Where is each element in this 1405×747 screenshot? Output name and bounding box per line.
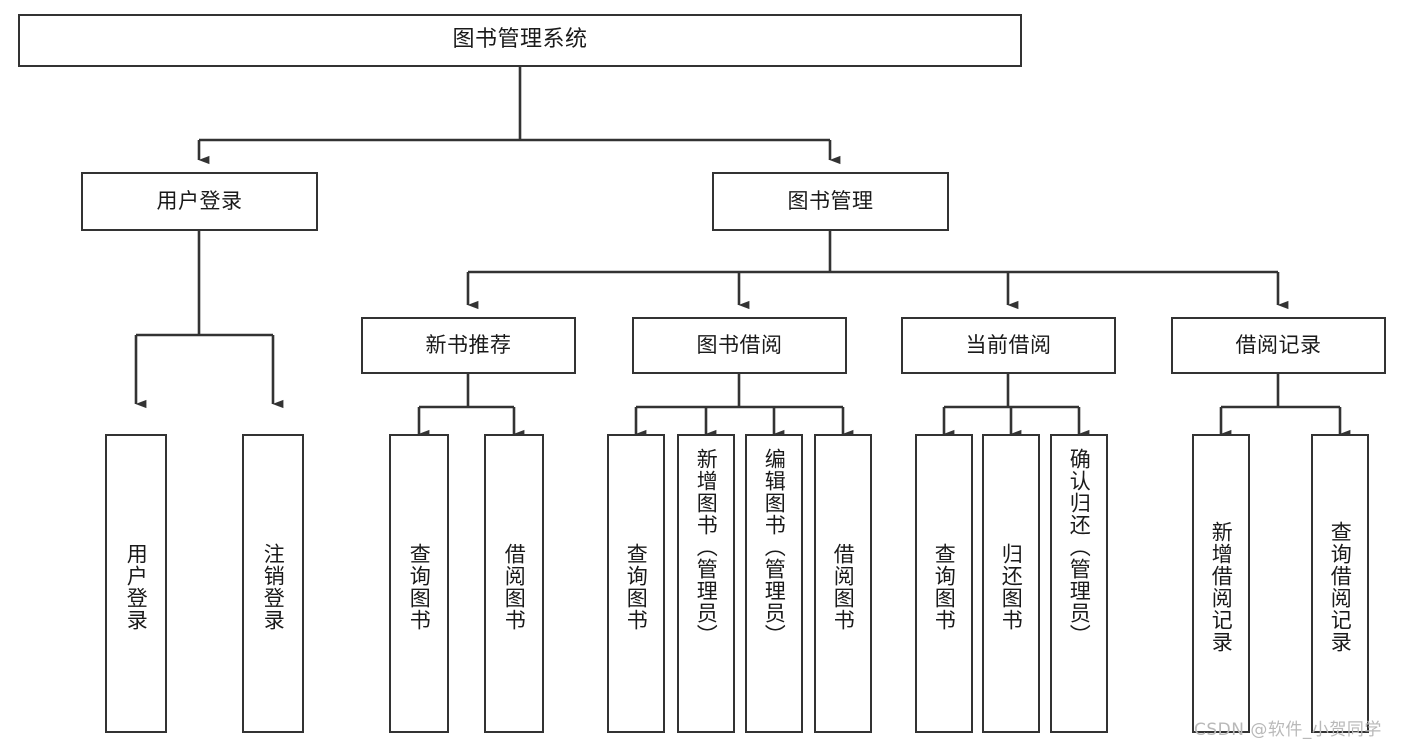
leaf-text-wrap: 查询图书 [917, 440, 971, 731]
node-book-management[interactable]: 图书管理 [712, 172, 949, 231]
leaf-text-wrap: 注销登录 [244, 440, 302, 731]
leaf-add-borrow-record[interactable]: 新增借阅记录 [1192, 434, 1250, 733]
node-label: 查询图书 [932, 542, 957, 631]
node-book-borrowing[interactable]: 图书借阅 [632, 317, 847, 374]
node-label: 查询图书 [407, 542, 432, 631]
node-label: 图书管理系统 [452, 27, 588, 53]
node-root-book-management-system[interactable]: 图书管理系统 [18, 14, 1022, 67]
node-label: 图书借阅 [696, 332, 783, 357]
leaf-query-borrow-record[interactable]: 查询借阅记录 [1311, 434, 1369, 733]
node-current-borrowing[interactable]: 当前借阅 [901, 317, 1116, 374]
leaf-text-wrap: 新增图书（管理员） [679, 440, 733, 731]
leaf-text-wrap: 借阅图书 [486, 440, 542, 731]
node-new-book-recommendation[interactable]: 新书推荐 [361, 317, 576, 374]
leaf-confirm-return-admin[interactable]: 确认归还（管理员） [1050, 434, 1108, 733]
node-label: 用户登录 [156, 188, 243, 213]
node-label: 编辑图书（管理员） [762, 448, 787, 646]
leaf-logout[interactable]: 注销登录 [242, 434, 304, 733]
leaf-user-login[interactable]: 用户登录 [105, 434, 167, 733]
leaf-text-wrap: 查询借阅记录 [1313, 440, 1367, 731]
node-label: 新书推荐 [425, 332, 512, 357]
leaf-query-books-current[interactable]: 查询图书 [915, 434, 973, 733]
node-label: 确认归还（管理员） [1067, 448, 1092, 646]
node-label: 注销登录 [261, 542, 286, 631]
node-label: 用户登录 [124, 542, 149, 631]
node-label: 新增借阅记录 [1209, 520, 1234, 653]
node-label: 借阅记录 [1235, 332, 1322, 357]
leaf-return-books[interactable]: 归还图书 [982, 434, 1040, 733]
leaf-text-wrap: 归还图书 [984, 440, 1038, 731]
leaf-add-book-admin[interactable]: 新增图书（管理员） [677, 434, 735, 733]
node-label: 归还图书 [999, 542, 1024, 631]
node-label: 查询图书 [624, 542, 649, 631]
leaf-text-wrap: 查询图书 [609, 440, 663, 731]
leaf-text-wrap: 新增借阅记录 [1194, 440, 1248, 731]
leaf-text-wrap: 借阅图书 [816, 440, 870, 731]
leaf-query-books-recommend[interactable]: 查询图书 [389, 434, 449, 733]
node-label: 查询借阅记录 [1328, 520, 1353, 653]
node-label: 借阅图书 [502, 542, 527, 631]
node-label: 借阅图书 [831, 542, 856, 631]
leaf-text-wrap: 编辑图书（管理员） [747, 440, 801, 731]
leaf-query-books-borrow[interactable]: 查询图书 [607, 434, 665, 733]
leaf-text-wrap: 查询图书 [391, 440, 447, 731]
node-label: 当前借阅 [965, 332, 1052, 357]
node-user-login[interactable]: 用户登录 [81, 172, 318, 231]
node-label: 新增图书（管理员） [694, 448, 719, 646]
node-label: 图书管理 [787, 188, 874, 213]
leaf-borrow-books-recommend[interactable]: 借阅图书 [484, 434, 544, 733]
leaf-borrow-books[interactable]: 借阅图书 [814, 434, 872, 733]
node-borrowing-records[interactable]: 借阅记录 [1171, 317, 1386, 374]
leaf-text-wrap: 确认归还（管理员） [1052, 440, 1106, 731]
leaf-text-wrap: 用户登录 [107, 440, 165, 731]
leaf-edit-book-admin[interactable]: 编辑图书（管理员） [745, 434, 803, 733]
